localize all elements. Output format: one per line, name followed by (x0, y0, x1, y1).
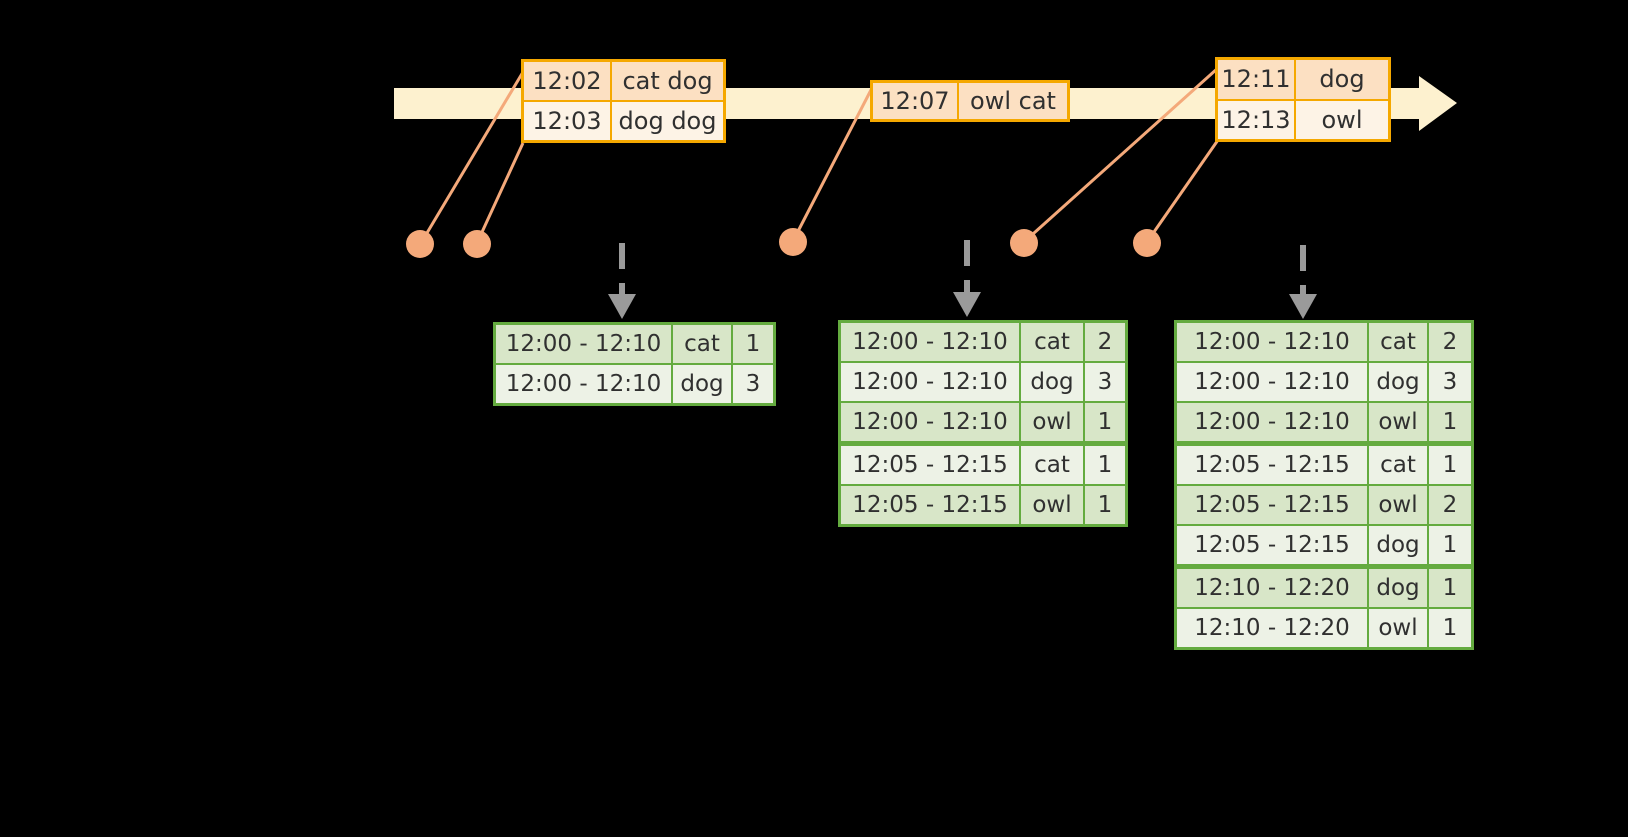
count-cell: 1 (1429, 569, 1471, 607)
word-cell: owl (1021, 403, 1083, 441)
window-cell: 12:10 - 12:20 (1177, 609, 1367, 647)
dashed-arrow-head-2 (953, 292, 981, 317)
event-time: 12:07 (873, 83, 959, 119)
table-row[interactable]: 12:05 - 12:15 owl 2 (1177, 486, 1471, 524)
word-cell: owl (1369, 486, 1427, 524)
event-words: owl (1321, 105, 1363, 134)
window-cell: 12:00 - 12:10 (496, 365, 671, 403)
word-cell: cat (1369, 446, 1427, 484)
result-table-1[interactable]: 12:00 - 12:10 cat 1 12:00 - 12:10 dog 3 (493, 322, 776, 406)
word-cell: owl (1369, 403, 1427, 441)
connector-line-5 (1145, 139, 1220, 243)
count-cell: 1 (1085, 446, 1125, 484)
connector-dot-5 (1133, 229, 1161, 257)
connector-dot-1 (406, 230, 434, 258)
window-cell: 12:00 - 12:10 (841, 363, 1019, 401)
event-words: cat dog (622, 67, 713, 95)
event-words: owl cat (970, 87, 1056, 115)
word-cell: cat (1021, 446, 1083, 484)
result-table-2[interactable]: 12:00 - 12:10 cat 2 12:00 - 12:10 dog 3 … (838, 320, 1128, 527)
connector-dot-4 (1010, 229, 1038, 257)
word-cell: cat (673, 325, 731, 363)
connector-dot-2 (463, 230, 491, 258)
word-cell: dog (1369, 569, 1427, 607)
window-cell: 12:05 - 12:15 (841, 486, 1019, 524)
window-cell: 12:00 - 12:10 (841, 403, 1019, 441)
event-time: 12:02 (524, 62, 612, 100)
table-row[interactable]: 12:05 - 12:15 cat 1 (841, 446, 1125, 484)
count-cell: 3 (1085, 363, 1125, 401)
event-words: dog dog (618, 107, 717, 135)
dashed-arrow-head-1 (608, 294, 636, 319)
table-row[interactable]: 12:00 - 12:10 cat 1 (496, 325, 773, 363)
word-cell: dog (673, 365, 731, 403)
window-cell: 12:00 - 12:10 (1177, 403, 1367, 441)
count-cell: 1 (1429, 446, 1471, 484)
result-table-3[interactable]: 12:00 - 12:10 cat 2 12:00 - 12:10 dog 3 … (1174, 320, 1474, 650)
table-row[interactable]: 12:05 - 12:15 cat 1 (1177, 446, 1471, 484)
table-row[interactable]: 12:10 - 12:20 owl 1 (1177, 609, 1471, 647)
event-box-1[interactable]: 12:02 cat dog 12:03 dog dog (521, 59, 726, 143)
count-cell: 1 (733, 325, 773, 363)
window-cell: 12:00 - 12:10 (1177, 323, 1367, 361)
timeline-arrowhead-notch (1419, 88, 1432, 119)
window-cell: 12:05 - 12:15 (1177, 526, 1367, 564)
event-row[interactable]: 12:02 cat dog (524, 62, 723, 100)
table-row[interactable]: 12:00 - 12:10 dog 3 (841, 363, 1125, 401)
event-words: dog (1319, 65, 1365, 94)
table-row[interactable]: 12:05 - 12:15 owl 1 (841, 486, 1125, 524)
word-cell: cat (1369, 323, 1427, 361)
window-cell: 12:10 - 12:20 (1177, 569, 1367, 607)
count-cell: 1 (1085, 403, 1125, 441)
count-cell: 1 (1429, 403, 1471, 441)
event-row[interactable]: 12:13 owl (1218, 98, 1388, 139)
event-time: 12:11 (1218, 60, 1296, 99)
word-cell: dog (1369, 526, 1427, 564)
table-row[interactable]: 12:05 - 12:15 dog 1 (1177, 526, 1471, 564)
word-cell: dog (1369, 363, 1427, 401)
count-cell: 1 (1429, 609, 1471, 647)
connector-line-2 (475, 142, 525, 244)
table-row[interactable]: 12:00 - 12:10 cat 2 (841, 323, 1125, 361)
dashed-arrow-head-3 (1289, 294, 1317, 319)
table-row[interactable]: 12:00 - 12:10 dog 3 (1177, 363, 1471, 401)
window-cell: 12:05 - 12:15 (1177, 446, 1367, 484)
timeline-arrowhead (1419, 76, 1457, 131)
event-row[interactable]: 12:07 owl cat (873, 83, 1067, 119)
event-time: 12:03 (524, 102, 612, 140)
word-cell: owl (1021, 486, 1083, 524)
word-cell: owl (1369, 609, 1427, 647)
event-box-2[interactable]: 12:07 owl cat (870, 80, 1070, 122)
window-cell: 12:00 - 12:10 (841, 323, 1019, 361)
count-cell: 2 (1429, 323, 1471, 361)
count-cell: 3 (733, 365, 773, 403)
connector-dot-3 (779, 228, 807, 256)
event-row[interactable]: 12:11 dog (1218, 60, 1388, 99)
table-row[interactable]: 12:00 - 12:10 dog 3 (496, 365, 773, 403)
window-cell: 12:00 - 12:10 (496, 325, 671, 363)
event-row[interactable]: 12:03 dog dog (524, 100, 723, 140)
count-cell: 2 (1085, 323, 1125, 361)
table-row[interactable]: 12:10 - 12:20 dog 1 (1177, 569, 1471, 607)
event-time: 12:13 (1218, 100, 1296, 139)
window-cell: 12:05 - 12:15 (1177, 486, 1367, 524)
word-cell: cat (1021, 323, 1083, 361)
count-cell: 3 (1429, 363, 1471, 401)
window-cell: 12:00 - 12:10 (1177, 363, 1367, 401)
window-cell: 12:05 - 12:15 (841, 446, 1019, 484)
count-cell: 2 (1429, 486, 1471, 524)
count-cell: 1 (1085, 486, 1125, 524)
table-row[interactable]: 12:00 - 12:10 cat 2 (1177, 323, 1471, 361)
table-row[interactable]: 12:00 - 12:10 owl 1 (841, 403, 1125, 441)
table-row[interactable]: 12:00 - 12:10 owl 1 (1177, 403, 1471, 441)
word-cell: dog (1021, 363, 1083, 401)
event-box-3[interactable]: 12:11 dog 12:13 owl (1215, 57, 1391, 142)
count-cell: 1 (1429, 526, 1471, 564)
